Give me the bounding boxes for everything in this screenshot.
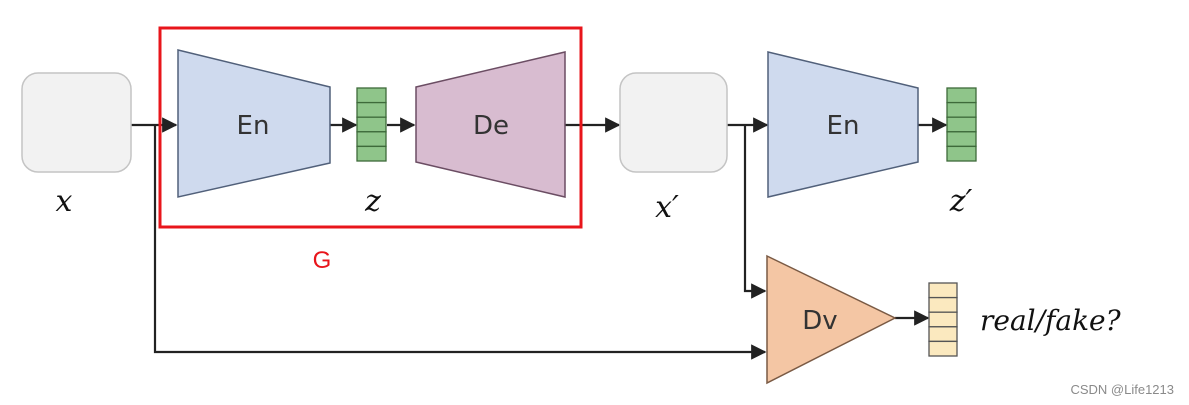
input-image-box — [21, 72, 132, 173]
latent-vector-z-prime — [946, 87, 977, 162]
latent-cell — [946, 116, 977, 133]
latent-vector-z — [356, 87, 387, 162]
edge-x-skip-to-discriminator — [153, 125, 767, 360]
symbol-z: z — [364, 184, 381, 219]
encoder-block — [177, 49, 331, 198]
encoder-label: En — [237, 111, 270, 141]
latent-cell — [356, 101, 387, 118]
symbol-real-fake: real/fake? — [980, 304, 1122, 337]
output-cell — [928, 326, 958, 343]
discriminator-label: Dv — [802, 306, 837, 336]
latent-cell — [946, 131, 977, 148]
latent-cell — [356, 116, 387, 133]
second-encoder-block — [767, 51, 919, 198]
generator-box — [158, 26, 583, 229]
watermark: CSDN @Life1213 — [1070, 382, 1174, 397]
latent-cell — [356, 131, 387, 148]
output-cell — [928, 311, 958, 328]
output-cell — [928, 340, 958, 357]
reconstruction-image-box — [619, 72, 728, 173]
discriminator-block — [766, 254, 897, 385]
symbol-z-prime: z′ — [949, 184, 973, 219]
output-cell — [928, 282, 958, 299]
decoder-block — [415, 51, 566, 198]
latent-cell — [946, 101, 977, 118]
decoder-label: De — [473, 111, 509, 141]
edge-xprime-to-discriminator — [743, 125, 767, 299]
latent-cell — [356, 87, 387, 104]
discriminator-output-vector — [928, 282, 958, 357]
latent-cell — [356, 145, 387, 162]
symbol-x: x — [56, 184, 73, 219]
generator-label: G — [313, 247, 332, 274]
latent-cell — [946, 87, 977, 104]
output-cell — [928, 296, 958, 313]
symbol-x-prime: x′ — [655, 190, 679, 225]
second-encoder-label: En — [827, 111, 860, 141]
latent-cell — [946, 145, 977, 162]
